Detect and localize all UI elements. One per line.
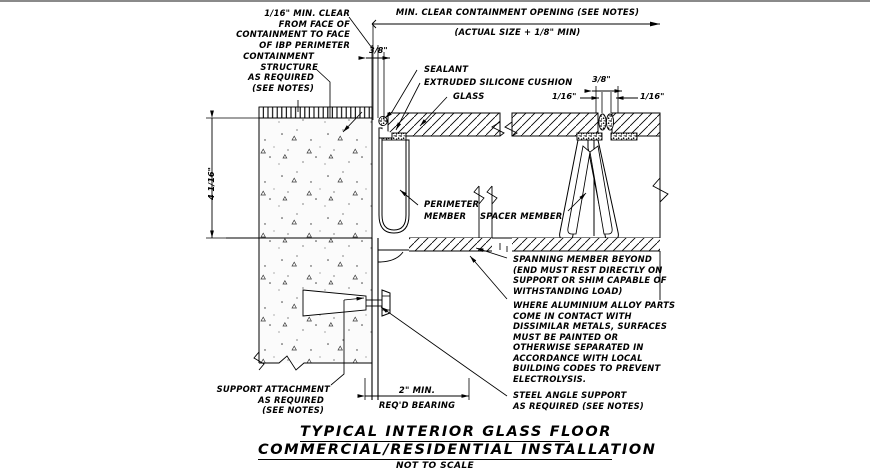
callout-perimeter-member-line1: PERIMETER: [424, 199, 480, 209]
callout-perimeter-member-line2: MEMBER: [424, 211, 467, 221]
callout-electrolysis-line7: BUILDING CODES TO PREVENT: [513, 363, 661, 373]
spanning-member-beyond: [409, 185, 660, 252]
callout-spanning-member-line2: (END MUST REST DIRECTLY ON: [513, 264, 663, 275]
callout-electrolysis-line2: COME IN CONTACT WITH: [513, 310, 632, 321]
callout-electrolysis-line8: ELECTROLYSIS.: [513, 373, 587, 384]
callout-spanning-member-line1: SPANNING MEMBER BEYOND: [513, 254, 653, 264]
leader-lines: [297, 16, 587, 397]
callout-support-attachment-line1: SUPPORT ATTACHMENT: [216, 384, 330, 394]
dimension-gap-left-label: 3/8": [369, 45, 388, 55]
dimension-spacer-cluster: [580, 86, 638, 113]
dimension-bearing-label: 2" MIN.: [398, 385, 436, 395]
callout-sealant: SEALANT: [424, 64, 469, 74]
perimeter-member: [378, 127, 410, 234]
callout-clear-note-line1: 1/16" MIN. CLEAR: [264, 8, 350, 18]
spacer-member: [559, 139, 619, 241]
callout-containment-line4: (SEE NOTES): [252, 82, 314, 93]
break-line-glass: [491, 113, 518, 137]
dimension-bearing: [357, 378, 470, 400]
callout-clear-note-line4: OF IBP PERIMETER: [259, 39, 350, 50]
dimension-left-vertical-label: 4 1/16": [206, 167, 216, 200]
dimension-spacer-right-clear-label: 1/16": [640, 91, 665, 101]
dimension-gap-left: [358, 45, 390, 120]
glass-panel-left: [387, 112, 501, 137]
drawing-title-line1: TYPICAL INTERIOR GLASS FLOOR: [300, 424, 613, 442]
concrete-leader-arrows: [329, 107, 363, 133]
callout-electrolysis-line1: WHERE ALUMINIUM ALLOY PARTS: [513, 300, 676, 310]
callout-clear-note-line2: FROM FACE OF: [278, 18, 350, 29]
callout-electrolysis-line5: OTHERWISE SEPARATED IN: [513, 342, 644, 352]
dimension-spacer-width-label: 3/8": [592, 74, 611, 84]
callout-glass: GLASS: [453, 91, 485, 101]
callout-support-attachment-line3: (SEE NOTES): [262, 405, 324, 415]
glass-panel-right: [511, 112, 661, 137]
callout-clear-note-line3: CONTAINMENT TO FACE: [236, 29, 350, 39]
callout-steel-angle-line1: STEEL ANGLE SUPPORT: [513, 390, 627, 400]
callout-electrolysis-line4: MUST BE PAINTED OR: [513, 331, 619, 342]
sealant-beads: [378, 113, 615, 131]
right-edge-break-line: [652, 113, 669, 300]
callout-spacer-member: SPACER MEMBER: [480, 211, 563, 221]
steel-angle-support: [371, 238, 409, 400]
drawing-scale-note: NOT TO SCALE: [395, 461, 475, 471]
dimension-top-opening-label: MIN. CLEAR CONTAINMENT OPENING (SEE NOTE…: [395, 7, 640, 17]
callout-spanning-member-line3: SUPPORT OR SHIM CAPABLE OF: [513, 275, 667, 285]
drawing-title-line2: COMMERCIAL/RESIDENTIAL INSTALLATION: [258, 442, 657, 460]
callout-support-attachment-line2: AS REQUIRED: [258, 394, 324, 405]
callout-silicone-cushion: EXTRUDED SILICONE CUSHION: [424, 77, 573, 87]
callout-containment-line2: STRUCTURE: [260, 61, 318, 72]
dimension-top-opening: [371, 19, 660, 120]
dimension-bearing-sublabel: REQ'D BEARING: [378, 400, 456, 410]
callout-steel-angle-line2: AS REQUIRED (SEE NOTES): [513, 400, 644, 411]
callout-containment-line1: CONTAINMENT: [243, 51, 314, 61]
anchor-bolt-assembly: [302, 289, 391, 317]
sheet-top-border: [0, 0, 870, 2]
dimension-spacer-left-clear-label: 1/16": [552, 91, 577, 101]
callout-spanning-member-line4: WITHSTANDING LOAD): [513, 285, 623, 296]
containment-concrete-structure: [226, 106, 373, 371]
callout-electrolysis-line3: DISSIMILAR METALS, SURFACES: [513, 321, 668, 331]
callout-electrolysis-line6: ACCORDANCE WITH LOCAL: [513, 352, 643, 363]
callout-containment-line3: AS REQUIRED: [248, 72, 314, 82]
dimension-top-opening-sublabel: (ACTUAL SIZE + 1/8" MIN): [454, 27, 581, 37]
